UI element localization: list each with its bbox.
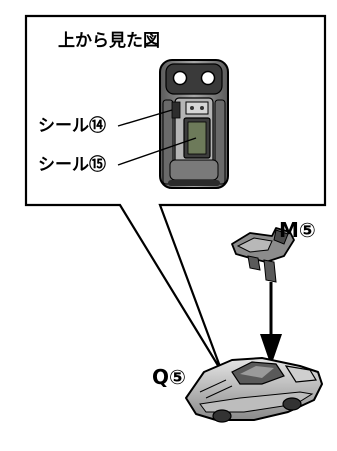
front-wheel	[212, 409, 232, 423]
part-q5-label: Q⑤	[152, 365, 186, 389]
top-view-part	[159, 59, 229, 189]
sticker-15-area	[187, 121, 207, 155]
rear-wheel	[282, 397, 302, 411]
leader-sticker-14	[117, 109, 173, 127]
sticker-15-label: シール⑮	[38, 155, 106, 175]
callout-title: 上から見た図	[58, 31, 160, 51]
callout-box	[24, 14, 327, 373]
hole-left	[172, 70, 188, 86]
part-m5	[231, 227, 295, 283]
sticker-14-label: シール⑭	[38, 116, 106, 136]
part-q5-car	[185, 357, 323, 423]
part-m5-label: M⑤	[279, 218, 316, 242]
down-arrow-icon	[260, 282, 282, 366]
sticker-14-area	[171, 101, 181, 119]
hole-right	[200, 70, 216, 86]
leader-sticker-15	[117, 137, 197, 166]
